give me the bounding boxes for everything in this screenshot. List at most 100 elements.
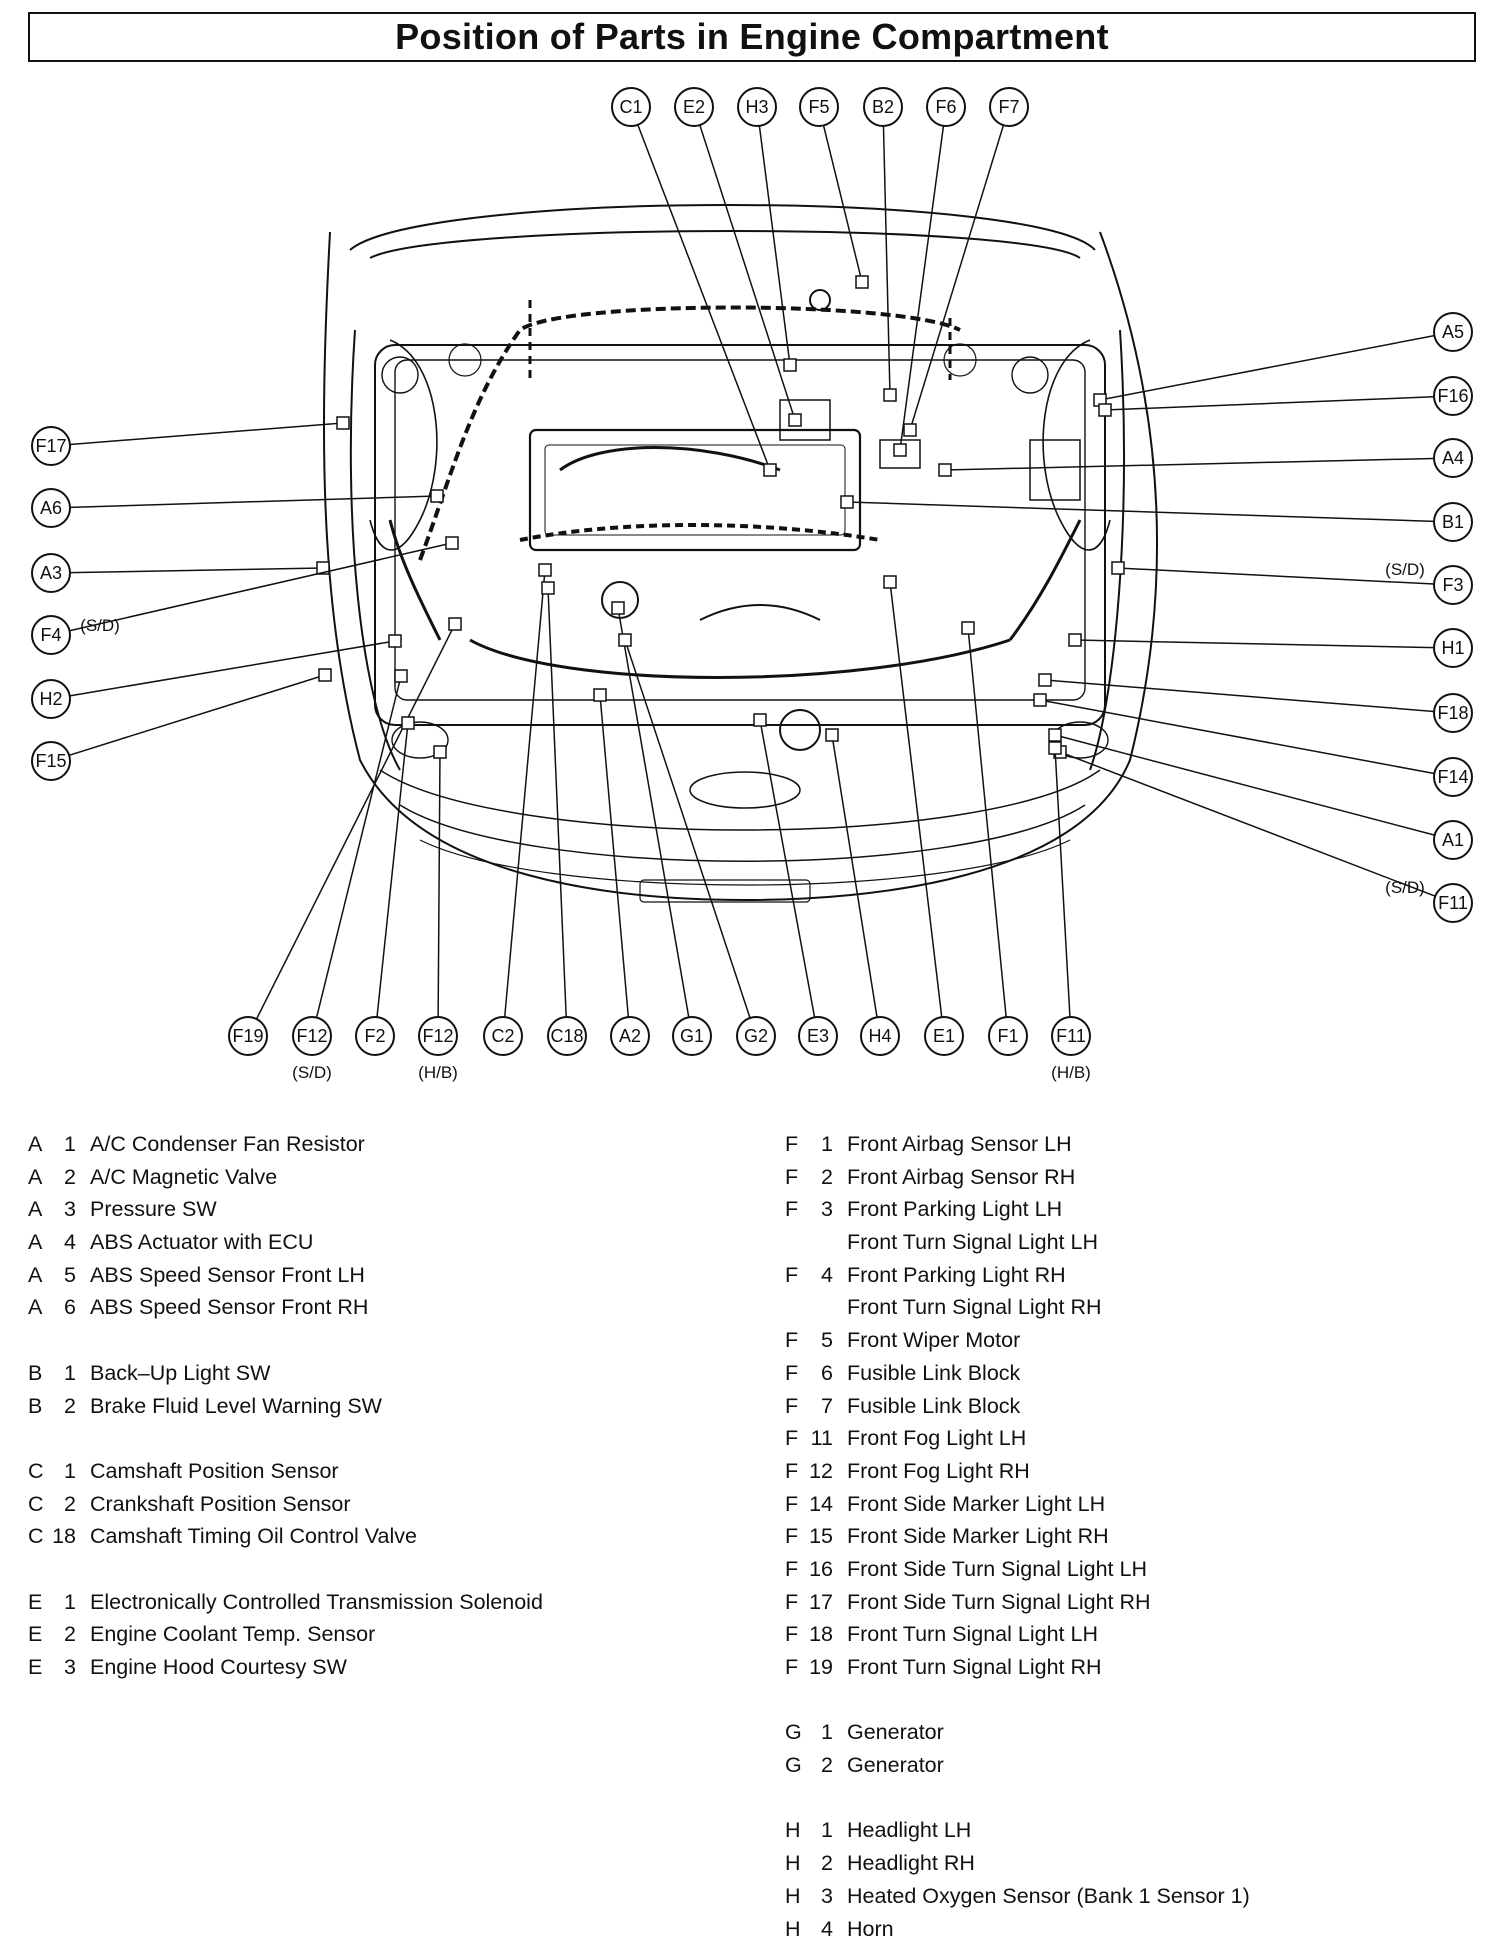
legend-number: 18 — [809, 1618, 847, 1651]
connector-marker — [939, 464, 951, 476]
leader-line — [1060, 752, 1435, 896]
legend-letter: A — [28, 1226, 52, 1259]
callout-c1: C1 — [612, 88, 650, 126]
leader-line — [1055, 735, 1435, 835]
legend-name: Fusible Link Block — [847, 1390, 1020, 1423]
legend-name: Engine Hood Courtesy SW — [90, 1651, 347, 1684]
callout-a4: A4 — [1434, 439, 1472, 477]
legend-letter: C — [28, 1455, 52, 1488]
callout-f5: F5 — [800, 88, 838, 126]
legend-letter: A — [28, 1161, 52, 1194]
callout-f15: F15 — [32, 742, 70, 780]
legend-name: Front Wiper Motor — [847, 1324, 1020, 1357]
callout-f12: F12(S/D) — [292, 1017, 332, 1082]
legend-name: Camshaft Position Sensor — [90, 1455, 339, 1488]
callout-qualifier: (S/D) — [292, 1063, 332, 1082]
legend-letter: F — [785, 1324, 809, 1357]
legend-name: Front Side Turn Signal Light RH — [847, 1586, 1151, 1619]
connector-marker — [431, 490, 443, 502]
legend-name: Horn — [847, 1913, 894, 1945]
legend-letter: F — [785, 1357, 809, 1390]
callout-label: F17 — [35, 436, 66, 456]
connector-marker — [619, 634, 631, 646]
callout-c2: C2 — [484, 1017, 522, 1055]
callout-f12: F12(H/B) — [418, 1017, 458, 1082]
callout-label: F1 — [997, 1026, 1018, 1046]
leader-line — [317, 676, 401, 1018]
callout-a6: A6 — [32, 489, 70, 527]
callout-label: H3 — [745, 97, 768, 117]
legend-number: 4 — [52, 1226, 90, 1259]
legend-number: 2 — [52, 1161, 90, 1194]
leader-line — [70, 423, 343, 445]
leader-line — [847, 502, 1434, 521]
legend-name: Generator — [847, 1716, 944, 1749]
connector-marker — [319, 669, 331, 681]
connector-marker — [446, 537, 458, 549]
leader-line — [759, 126, 790, 365]
connector-marker — [904, 424, 916, 436]
legend-name: Headlight LH — [847, 1814, 971, 1847]
legend-name: Brake Fluid Level Warning SW — [90, 1390, 382, 1423]
legend-row: Front Turn Signal Light LH — [785, 1226, 1485, 1259]
callout-f17: F17 — [32, 427, 70, 465]
legend-letter: F — [785, 1128, 809, 1161]
callout-h2: H2 — [32, 680, 70, 718]
legend-letter: G — [785, 1716, 809, 1749]
callout-g1: G1 — [673, 1017, 711, 1055]
legend-name: Front Parking Light RH — [847, 1259, 1066, 1292]
legend-number: 15 — [809, 1520, 847, 1553]
connector-marker — [1039, 674, 1051, 686]
connector-marker — [389, 635, 401, 647]
callout-label: F11 — [1056, 1026, 1086, 1046]
callout-label: F11 — [1438, 893, 1468, 913]
legend-letter: A — [28, 1291, 52, 1324]
connector-marker — [395, 670, 407, 682]
car-drawing — [324, 205, 1157, 902]
connector-marker — [612, 602, 624, 614]
legend-number: 2 — [809, 1749, 847, 1782]
legend-name: Front Side Turn Signal Light LH — [847, 1553, 1147, 1586]
legend-number: 1 — [52, 1455, 90, 1488]
leader-line — [505, 570, 545, 1017]
legend-letter: F — [785, 1586, 809, 1619]
legend-number: 12 — [809, 1455, 847, 1488]
callout-a5: A5 — [1434, 313, 1472, 351]
legend-number: 1 — [809, 1128, 847, 1161]
legend-name: Front Airbag Sensor LH — [847, 1128, 1072, 1161]
legend-letter: E — [28, 1586, 52, 1619]
callout-f18: F18 — [1434, 694, 1472, 732]
connector-marker — [1034, 694, 1046, 706]
